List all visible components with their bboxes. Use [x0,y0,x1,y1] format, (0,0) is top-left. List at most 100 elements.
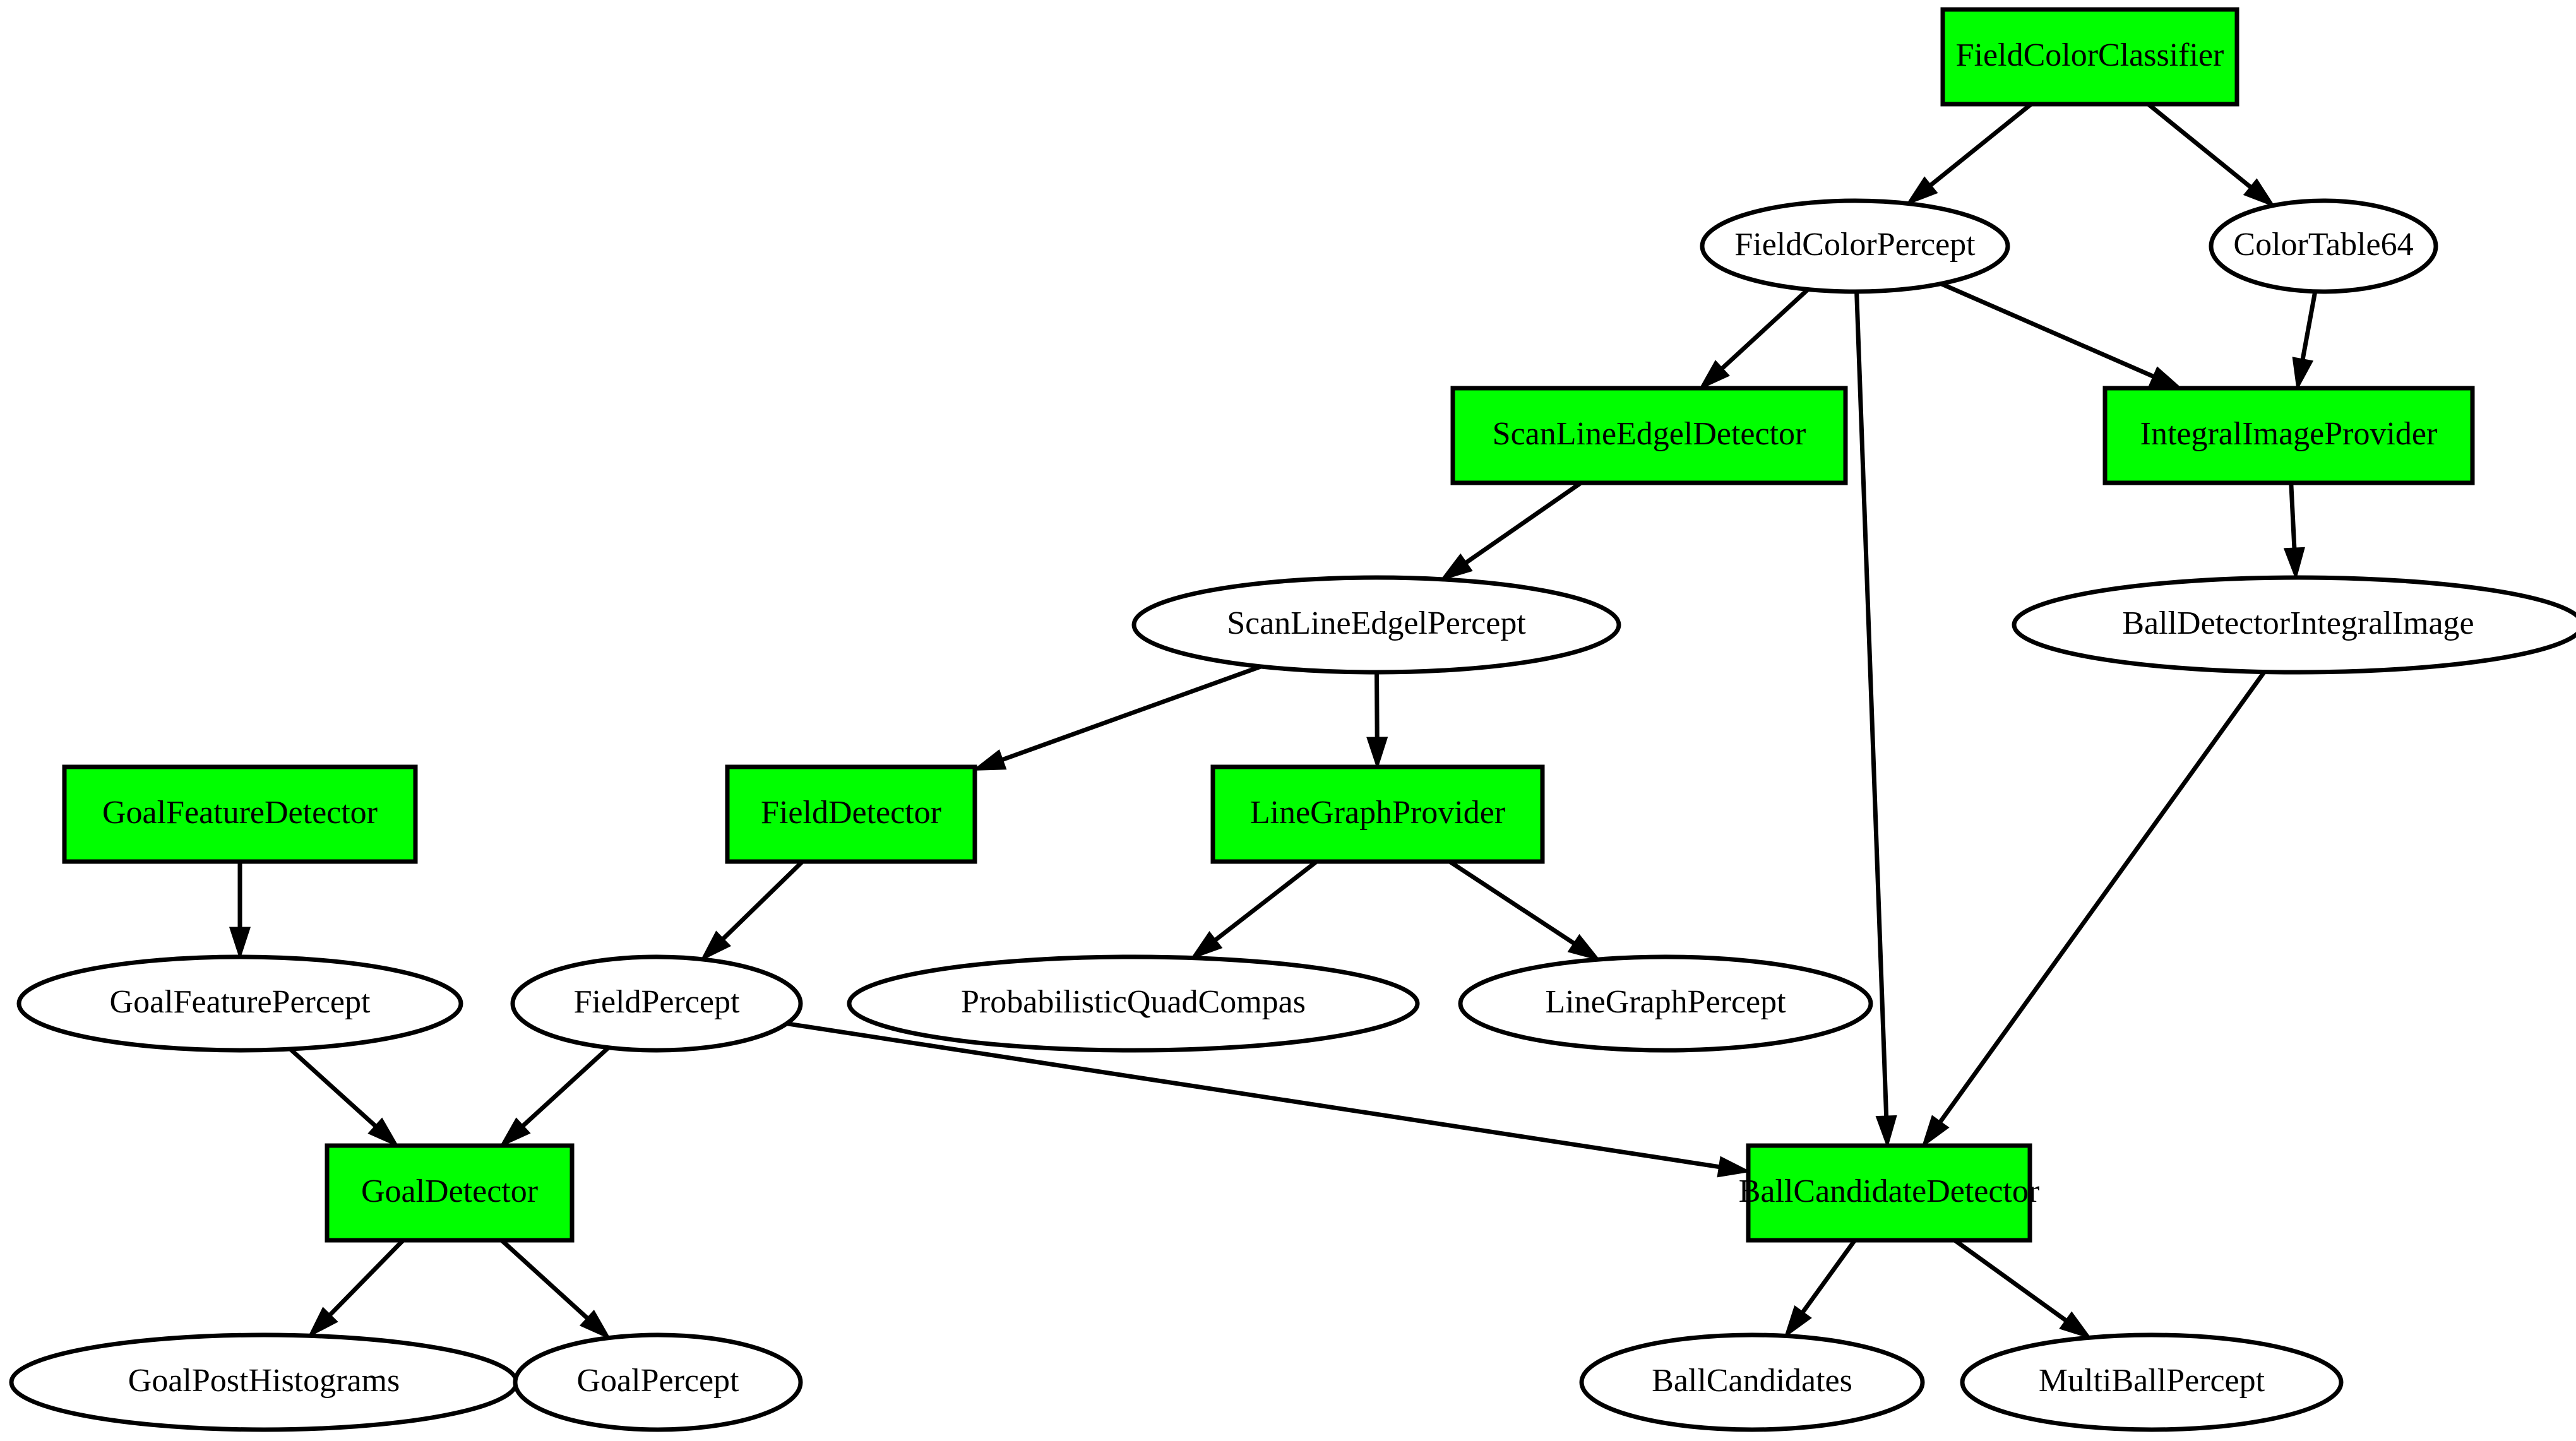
graph-node-GoalFeaturePercept[interactable]: GoalFeaturePercept [16,954,463,1053]
representation-ellipse-shape[interactable] [513,1332,803,1432]
graph-edge [2283,482,2305,581]
graph-edge [1921,670,2267,1148]
edge-arrowhead [367,1117,400,1148]
module-box-shape[interactable] [725,764,977,864]
graph-node-BallCandidates[interactable]: BallCandidates [1579,1332,1925,1432]
edge-arrowhead [1875,1115,1897,1149]
edge-line [1936,670,2267,1127]
graph-edge [700,860,804,962]
edge-arrowhead [2059,1311,2092,1339]
graph-node-FieldColorPercept[interactable]: FieldColorPercept [1700,198,2010,294]
representation-ellipse-shape[interactable] [1131,575,1621,675]
edge-arrowhead [499,1117,531,1148]
edge-line [1461,481,1582,567]
graph-edge [1854,291,1897,1149]
graph-node-MultiBallPercept[interactable]: MultiBallPercept [1960,1332,2344,1432]
graph-node-BallDetectorIntegralImage[interactable]: BallDetectorIntegralImage [2012,575,2576,675]
graph-node-FieldPercept[interactable]: FieldPercept [510,954,803,1053]
edge-arrowhead [1366,737,1388,770]
graph-node-GoalPostHistograms[interactable]: GoalPostHistograms [9,1332,519,1432]
graph-node-ScanLineEdgelPercept[interactable]: ScanLineEdgelPercept [1131,575,1621,675]
node-label: LineGraphPercept [1545,984,1786,1020]
representation-ellipse-shape[interactable] [1579,1332,1925,1432]
module-box-shape[interactable] [1746,1143,2032,1243]
representation-ellipse-shape[interactable] [1458,954,1873,1053]
node-label: ProbabilisticQuadCompas [961,984,1306,1020]
module-box-shape[interactable] [2102,386,2475,485]
graph-node-ScanLineEdgelDetector[interactable]: ScanLineEdgelDetector [1450,386,1848,485]
edge-line [1717,287,1810,373]
node-label: GoalFeaturePercept [110,984,371,1020]
graph-node-LineGraphPercept[interactable]: LineGraphPercept [1458,954,1873,1053]
graph-node-FieldDetector[interactable]: FieldDetector [725,764,977,864]
graph-node-ColorTable64[interactable]: ColorTable64 [2209,198,2438,294]
graph-node-FieldColorClassifier[interactable]: FieldColorClassifier [1940,7,2239,107]
node-label: GoalFeatureDetector [102,795,378,831]
graph-edge [1439,481,1582,581]
edge-arrowhead [1567,934,1601,961]
graph-node-GoalDetector[interactable]: GoalDetector [325,1143,575,1243]
graph-edge [972,664,1262,771]
graph-edge [2147,102,2276,208]
node-label: FieldColorClassifier [1956,37,2224,73]
edge-line [289,1047,380,1130]
graph-node-GoalFeatureDetector[interactable]: GoalFeatureDetector [62,764,418,864]
edge-arrowhead [2283,547,2305,581]
graph-edge [499,1046,611,1148]
module-box-shape[interactable] [1940,7,2239,107]
edge-line [1448,860,1579,948]
edge-line [500,1238,592,1323]
representation-ellipse-shape[interactable] [1960,1332,2344,1432]
edge-line [1926,102,2033,190]
edge-line [1798,1238,1857,1317]
edge-arrowhead [1921,1115,1950,1148]
edge-line [719,860,804,944]
edge-arrowhead [1784,1305,1812,1339]
edge-arrowhead [1439,553,1473,581]
edge-line [2147,102,2255,192]
edge-arrowhead [1698,360,1731,391]
representation-ellipse-shape[interactable] [2209,198,2438,294]
edge-arrowhead [307,1307,338,1338]
graph-edge [229,862,251,960]
edge-line [2289,482,2297,553]
module-box-shape[interactable] [62,764,418,864]
graph-edge [307,1238,405,1338]
node-label: IntegralImageProvider [2140,416,2438,452]
graph-node-ProbabilisticQuadCompas[interactable]: ProbabilisticQuadCompas [847,954,1420,1053]
representation-ellipse-shape[interactable] [2012,575,2576,675]
module-box-shape[interactable] [325,1143,575,1243]
node-label: BallCandidates [1652,1363,1852,1399]
edge-arrowhead [700,930,732,962]
graph-edge [500,1238,612,1340]
module-box-shape[interactable] [1450,386,1848,485]
graph-edge [786,1021,1751,1178]
edge-arrowhead [579,1309,612,1340]
edge-arrowhead [1717,1156,1751,1178]
representation-ellipse-shape[interactable] [1700,198,2010,294]
representation-ellipse-shape[interactable] [847,954,1420,1053]
graph-edge [1190,860,1318,960]
edge-arrowhead [1905,176,1938,206]
graph-node-BallCandidateDetector[interactable]: BallCandidateDetector [1739,1143,2039,1243]
graph-node-LineGraphProvider[interactable]: LineGraphProvider [1210,764,1545,864]
node-label: LineGraphProvider [1250,795,1505,831]
graph-edge [1698,287,1810,391]
graph-edge [2292,291,2318,391]
node-label: FieldPercept [574,984,740,1020]
representation-ellipse-shape[interactable] [510,954,803,1053]
graph-node-IntegralImageProvider[interactable]: IntegralImageProvider [2102,386,2475,485]
node-label: GoalPercept [576,1363,739,1399]
edge-line [2299,291,2318,364]
representation-ellipse-shape[interactable] [16,954,463,1053]
node-label: BallCandidateDetector [1739,1173,2039,1209]
edge-line [325,1238,405,1320]
graph-edge [1366,672,1388,770]
edge-line [518,1046,611,1130]
edge-line [1854,291,1889,1121]
module-box-shape[interactable] [1210,764,1545,864]
graph-node-GoalPercept[interactable]: GoalPercept [513,1332,803,1432]
graph-edge [1448,860,1601,961]
node-label: MultiBallPercept [2039,1363,2265,1399]
